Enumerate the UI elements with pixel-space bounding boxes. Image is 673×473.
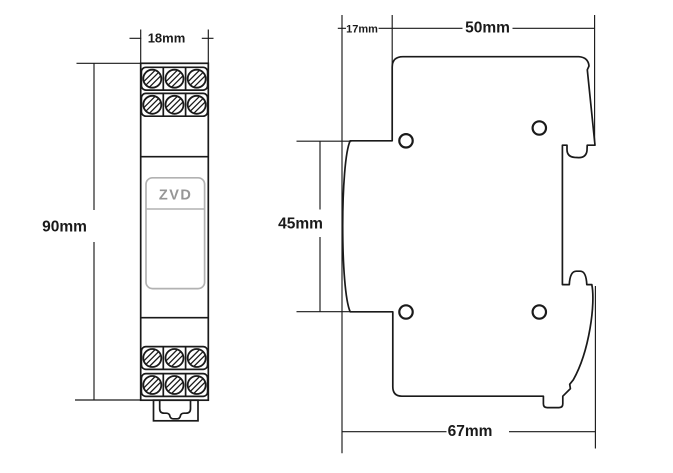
front-body-outline [139,62,210,402]
side-profile-outline [341,55,596,409]
dim-label-67mm: 67mm [448,423,493,440]
terminal-screw [164,68,185,89]
terminal-screw [142,375,163,395]
terminal-screw [186,375,207,395]
din-clip [152,399,199,422]
mounting-hole [398,133,414,149]
dim-side-top-width: 50mm [392,15,596,145]
terminal-row [140,345,209,371]
terminal-cell-divider [162,67,187,91]
zvd-label-window: ZVD [145,176,206,290]
terminal-screw [186,94,207,115]
side-view [341,55,596,409]
terminal-row [140,92,209,118]
terminal-screw [186,348,207,368]
terminal-screw [164,348,185,368]
extension-lines [296,140,353,313]
front-view: ZVD [139,62,210,422]
extension-lines [140,29,209,64]
dim-label-50mm: 50mm [465,20,510,37]
terminal-screw [142,348,163,368]
terminal-row [140,66,209,91]
mounting-hole [531,120,548,136]
terminal-screw [142,68,163,89]
terminal-block-top [140,66,209,118]
terminal-screw [142,94,163,115]
dim-front-height: 90mm [42,62,141,401]
dim-front-width: 18mm [129,29,214,64]
terminal-cell-divider [162,346,187,370]
label-window-outline [145,176,206,290]
terminal-screw [186,68,207,89]
dim-label-17mm: 17mm [346,24,378,36]
terminal-screw [164,375,185,395]
terminal-row-housing [140,372,209,398]
mounting-hole [398,304,414,320]
dim-side-offset: 17mm [337,15,393,454]
product-label: ZVD [159,188,193,204]
terminal-row-housing [140,92,209,118]
din-clip-outline [152,399,199,422]
dim-side-rail-height: 45mm [278,140,353,313]
terminal-row-housing [140,66,209,91]
terminal-screw [164,94,185,115]
mounting-hole [531,304,548,320]
extension-lines [75,62,141,401]
terminal-block-bottom [140,345,209,398]
dim-side-total-width: 67mm [342,286,596,449]
dim-label-45mm: 45mm [278,216,323,233]
terminal-cell-divider [162,93,187,117]
extension-lines [341,15,393,454]
din-clip-spring [158,400,192,420]
dim-label-18mm: 18mm [148,31,186,46]
terminal-row [140,372,209,398]
dim-label-90mm: 90mm [42,219,87,236]
terminal-row-housing [140,345,209,371]
terminal-cell-divider [162,373,187,397]
